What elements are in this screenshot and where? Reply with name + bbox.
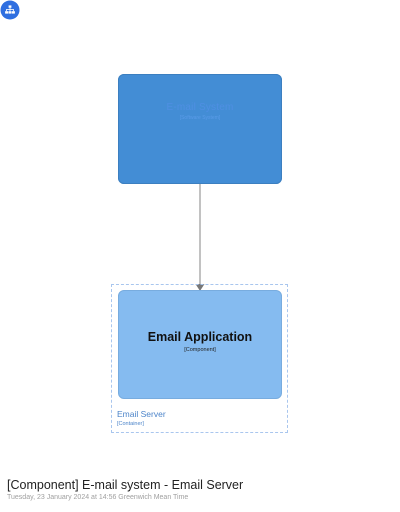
system-node-title: E-mail System bbox=[166, 102, 234, 113]
sitemap-icon bbox=[0, 0, 20, 20]
boundary-type: [Container] bbox=[117, 421, 144, 427]
component-node[interactable]: Email Application [Component] bbox=[118, 290, 282, 399]
system-node[interactable]: E-mail System [Software System] bbox=[118, 74, 282, 184]
boundary-label: Email Server bbox=[117, 409, 166, 419]
component-title: Email Application bbox=[147, 330, 253, 344]
system-node-type: [Software System] bbox=[179, 115, 221, 121]
diagram-date: Tuesday, 23 January 2024 at 14:56 Greenw… bbox=[7, 494, 189, 501]
diagram-title: [Component] E-mail system - Email Server bbox=[7, 478, 244, 492]
container-boundary bbox=[111, 284, 288, 433]
component-type: [Component] bbox=[184, 347, 216, 353]
relationship-arrowhead bbox=[195, 284, 205, 291]
